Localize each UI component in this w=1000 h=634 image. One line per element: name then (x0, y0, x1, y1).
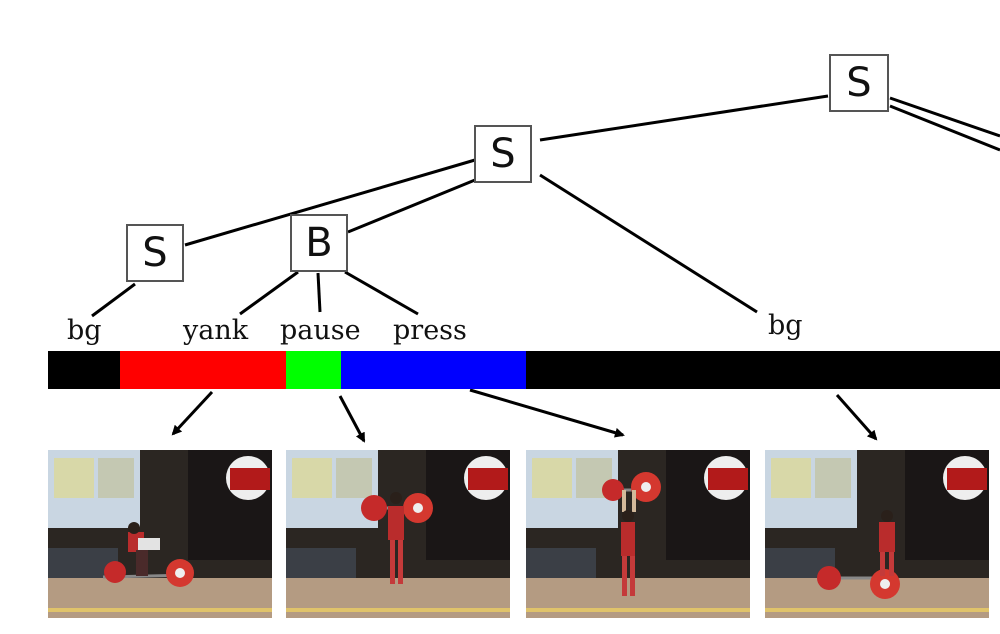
edge-leftS-bg (91, 282, 136, 318)
arrow-to-frame-2 (338, 395, 366, 443)
weightlifter-image (286, 450, 510, 618)
b-node: B (290, 214, 348, 272)
edge-B-yank (239, 270, 299, 316)
edge-B-press (344, 270, 419, 316)
timeline-bg-left (48, 351, 120, 389)
timeline-press (341, 351, 526, 389)
timeline-pause (286, 351, 341, 389)
edge-mid-leftS (184, 158, 476, 247)
edge-mid-bg (539, 173, 758, 314)
label-press: press (393, 315, 467, 346)
frame-3-bar-overhead (526, 450, 750, 618)
weightlifter-image (48, 450, 272, 618)
arrow-to-frame-4 (835, 394, 878, 441)
label-bg-left: bg (67, 315, 102, 346)
root-s-node: S (829, 54, 889, 112)
frame-2-bar-at-shoulders (286, 450, 510, 618)
left-s-node: S (126, 224, 184, 282)
label-pause: pause (280, 315, 361, 346)
timeline-yank (120, 351, 286, 389)
frame-4-bar-at-knees (765, 450, 989, 618)
edge-root-right-a (889, 96, 1000, 138)
frame-arrows (171, 388, 878, 443)
weightlifter-image (765, 450, 989, 618)
arrow-to-frame-1 (171, 390, 214, 436)
middle-s-node: S (474, 125, 532, 183)
label-yank: yank (183, 315, 249, 346)
edge-mid-B (347, 178, 476, 234)
arrow-to-frame-3 (469, 388, 625, 438)
timeline-bg-right (526, 351, 1000, 389)
edge-B-pause (316, 272, 322, 313)
edge-root-right-b (889, 104, 1000, 152)
tree-edges (91, 94, 1000, 318)
frame-1-pull-from-floor (48, 450, 272, 618)
edge-root-mid (539, 94, 829, 142)
label-bg-right: bg (768, 310, 803, 341)
weightlifter-image (526, 450, 750, 618)
